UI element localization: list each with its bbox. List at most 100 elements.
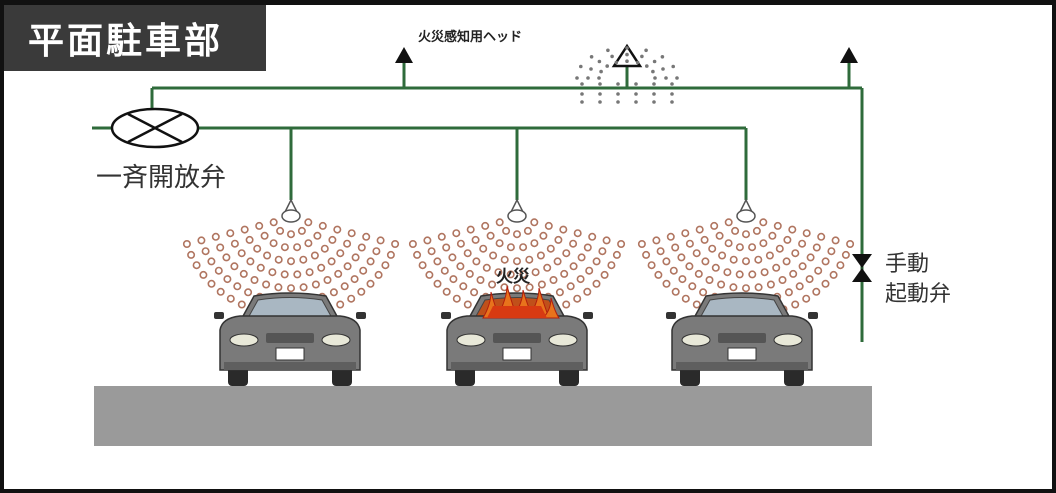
- water-droplet: [207, 279, 216, 288]
- water-droplet: [207, 257, 216, 266]
- water-droplet: [449, 275, 458, 284]
- water-droplet: [525, 283, 534, 292]
- water-droplet: [470, 288, 479, 297]
- water-droplet: [583, 243, 592, 252]
- water-droplet: [366, 257, 375, 266]
- water-droplet: [479, 244, 488, 253]
- water-droplet: [268, 268, 277, 277]
- water-droplet: [729, 283, 738, 292]
- water-droplet: [318, 221, 327, 230]
- water-droplet: [230, 262, 239, 271]
- water-droplet: [841, 250, 850, 259]
- sensor-dot: [634, 82, 638, 86]
- sensor-dot: [670, 92, 674, 96]
- water-droplet: [340, 282, 349, 291]
- water-droplet: [735, 243, 744, 252]
- water-droplet: [723, 268, 732, 277]
- water-droplet: [239, 269, 248, 278]
- sensor-dot: [652, 82, 656, 86]
- deluge-valve-icon: [110, 107, 200, 149]
- sensor-dot: [579, 64, 583, 69]
- water-droplet: [305, 268, 314, 277]
- water-droplet: [569, 239, 578, 248]
- water-droplet: [798, 262, 807, 271]
- water-droplet: [782, 257, 791, 266]
- water-droplet: [226, 294, 235, 303]
- water-droplet: [710, 221, 719, 230]
- water-droplet: [711, 263, 720, 272]
- water-droplet: [530, 218, 539, 227]
- water-droplet: [304, 239, 313, 248]
- water-droplet: [350, 275, 359, 284]
- water-droplet: [381, 261, 390, 270]
- water-droplet: [718, 251, 727, 260]
- water-droplet: [256, 263, 265, 272]
- water-droplet: [681, 229, 690, 238]
- water-droplet: [588, 232, 597, 241]
- water-droplet: [692, 249, 701, 258]
- water-droplet: [600, 270, 609, 279]
- sensor-dot: [605, 64, 609, 68]
- water-droplet: [299, 283, 308, 292]
- sensor-dot: [653, 76, 657, 80]
- sensor-dot: [589, 67, 593, 71]
- water-droplet: [539, 231, 548, 240]
- sensor-dot: [580, 82, 584, 86]
- water-droplet: [554, 235, 563, 244]
- water-droplet: [748, 270, 757, 279]
- water-droplet: [512, 284, 521, 293]
- sensor-dot: [660, 55, 665, 59]
- water-droplet: [343, 262, 352, 271]
- water-droplet: [336, 249, 345, 258]
- water-droplet: [334, 269, 343, 278]
- sensor-dot: [634, 100, 638, 104]
- water-droplet: [425, 270, 434, 279]
- water-droplet: [656, 247, 665, 256]
- water-droplet: [562, 249, 571, 258]
- water-droplet: [754, 255, 763, 264]
- sensor-dot: [651, 69, 655, 74]
- water-droplet: [250, 275, 259, 284]
- water-droplet: [519, 243, 528, 252]
- water-droplet: [795, 282, 804, 291]
- water-droplet: [768, 231, 777, 240]
- water-droplet: [506, 270, 515, 279]
- water-droplet: [592, 279, 601, 288]
- page-title: 平面駐車部: [4, 5, 266, 71]
- sensor-dot: [598, 82, 602, 86]
- water-droplet: [286, 284, 295, 293]
- water-droplet: [678, 275, 687, 284]
- sensor-dot: [640, 54, 644, 59]
- water-droplet: [452, 229, 461, 238]
- water-droplet: [297, 226, 306, 235]
- water-droplet: [440, 266, 449, 275]
- water-droplet: [336, 300, 345, 309]
- water-droplet: [197, 236, 206, 245]
- water-droplet: [408, 240, 417, 249]
- fire-label: 火災: [496, 267, 530, 287]
- sensor-dot: [664, 76, 668, 80]
- water-droplet: [182, 240, 191, 249]
- water-droplet: [459, 282, 468, 291]
- sensor-dot: [661, 67, 665, 71]
- water-droplet: [376, 236, 385, 245]
- water-droplet: [784, 288, 793, 297]
- water-droplet: [562, 300, 571, 309]
- water-droplet: [666, 232, 675, 241]
- sensor-dot: [634, 92, 638, 96]
- water-droplet: [652, 236, 661, 245]
- water-droplet: [463, 300, 472, 309]
- water-droplet: [357, 287, 366, 296]
- water-droplet: [798, 239, 807, 248]
- water-droplet: [472, 257, 481, 266]
- water-droplet: [502, 226, 511, 235]
- water-droplet: [299, 255, 308, 264]
- water-droplet: [226, 229, 235, 238]
- water-droplet: [766, 280, 775, 289]
- water-droplet: [269, 239, 278, 248]
- water-droplet: [662, 279, 671, 288]
- sensor-dot: [670, 82, 674, 86]
- water-droplet: [199, 270, 208, 279]
- water-droplet: [494, 268, 503, 277]
